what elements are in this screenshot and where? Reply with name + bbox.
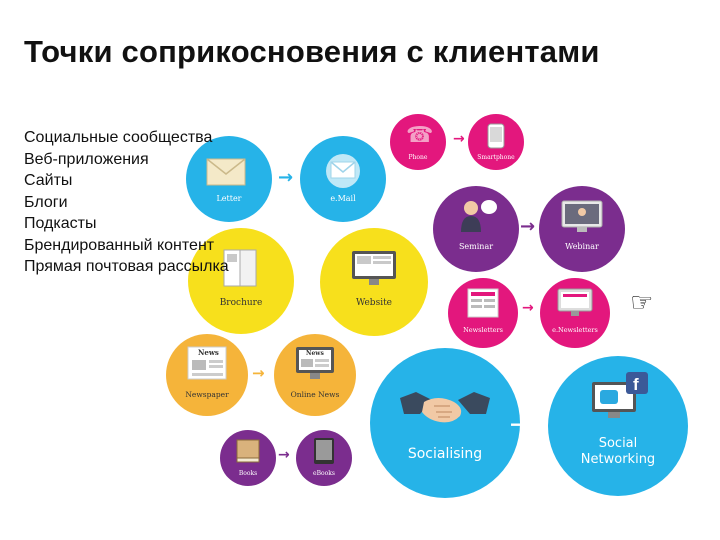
bullet-item: Блоги: [24, 193, 68, 211]
news-tag: News: [306, 350, 324, 357]
newsletter-icon: [467, 288, 499, 318]
node-label: Books: [238, 470, 258, 477]
node-label: e.Newsletters: [552, 326, 598, 334]
bullet-item: Брендированный контент: [24, 236, 215, 254]
newspaper-icon: [187, 346, 227, 380]
node-label: Social: [598, 436, 638, 451]
pointing-hand-icon: ☞: [630, 288, 654, 318]
arrow-icon: →: [252, 364, 265, 382]
arrow-icon: →: [278, 447, 290, 463]
node-smartphone: Smartphone: [468, 114, 524, 170]
bullet-item: Социальные сообщества: [24, 129, 213, 146]
node-email: e.Mail: [300, 136, 386, 222]
page-title: Точки соприкосновения с клиентами: [24, 34, 600, 69]
node-label: Webinar: [565, 242, 599, 251]
arrow-icon: →: [278, 167, 294, 188]
node-label: Online News: [290, 390, 340, 399]
book-icon: [236, 439, 260, 463]
node-label: Brochure: [219, 298, 263, 308]
arrow-icon: →: [520, 216, 536, 237]
node-label: Socialising: [407, 446, 483, 462]
node-label: e.Mail: [330, 194, 356, 203]
tablet-icon: [314, 438, 334, 464]
online-news-icon: [296, 347, 334, 379]
email-icon: [326, 154, 360, 188]
handshake-icon: [400, 392, 490, 423]
bullet-item: Веб-приложения: [24, 150, 149, 168]
node-socialising: Socialising: [370, 348, 520, 498]
node-label: Newsletters: [463, 326, 503, 334]
bullet-item: Прямая почтовая рассылка: [24, 258, 229, 275]
node-label: Website: [355, 298, 393, 308]
bullet-item: Сайты: [24, 172, 73, 189]
arrow-icon: →: [522, 300, 534, 316]
social-monitor-icon: f: [592, 372, 648, 418]
node-webinar: Webinar: [539, 186, 625, 272]
bullet-item: Подкасты: [24, 215, 97, 232]
node-label: Newspaper: [185, 390, 229, 399]
website-monitor-icon: [352, 251, 396, 285]
smartphone-icon: [487, 123, 505, 149]
arrow-icon: →: [453, 131, 465, 147]
news-tag: News: [198, 348, 219, 357]
node-letter: Letter: [186, 136, 272, 222]
enewsletter-icon: [557, 288, 593, 316]
svg-text:f: f: [633, 375, 639, 394]
arrow-icon: →: [510, 412, 527, 436]
node-label: eBooks: [313, 470, 335, 477]
node-label: Letter: [216, 194, 242, 203]
monitor-icon: [561, 200, 603, 232]
node-label: Phone: [408, 154, 428, 161]
node-website: Website: [320, 228, 428, 336]
bullet-list: Социальные сообщества Веб-приложения Сай…: [24, 127, 229, 278]
node-onlinenews: News Online News: [274, 334, 356, 416]
node-enewsletters: e.Newsletters: [540, 278, 610, 348]
node-label: Seminar: [458, 242, 494, 251]
node-seminar: Seminar: [433, 186, 519, 272]
node-phone: ☎ Phone: [390, 114, 446, 170]
envelope-icon: [206, 158, 246, 186]
presenter-icon: [461, 200, 497, 232]
node-label: Smartphone: [477, 154, 515, 161]
node-ebooks: eBooks: [296, 430, 352, 486]
node-newspaper: News Newspaper: [166, 334, 248, 416]
node-label: Networking: [580, 452, 656, 467]
node-social-networking: f Social Networking: [548, 356, 688, 496]
brochure-icon: [223, 249, 257, 287]
phone-icon: ☎: [406, 123, 434, 148]
node-newsletters: Newsletters: [448, 278, 518, 348]
node-brochure: Brochure: [188, 228, 294, 334]
node-books: Books: [220, 430, 276, 486]
